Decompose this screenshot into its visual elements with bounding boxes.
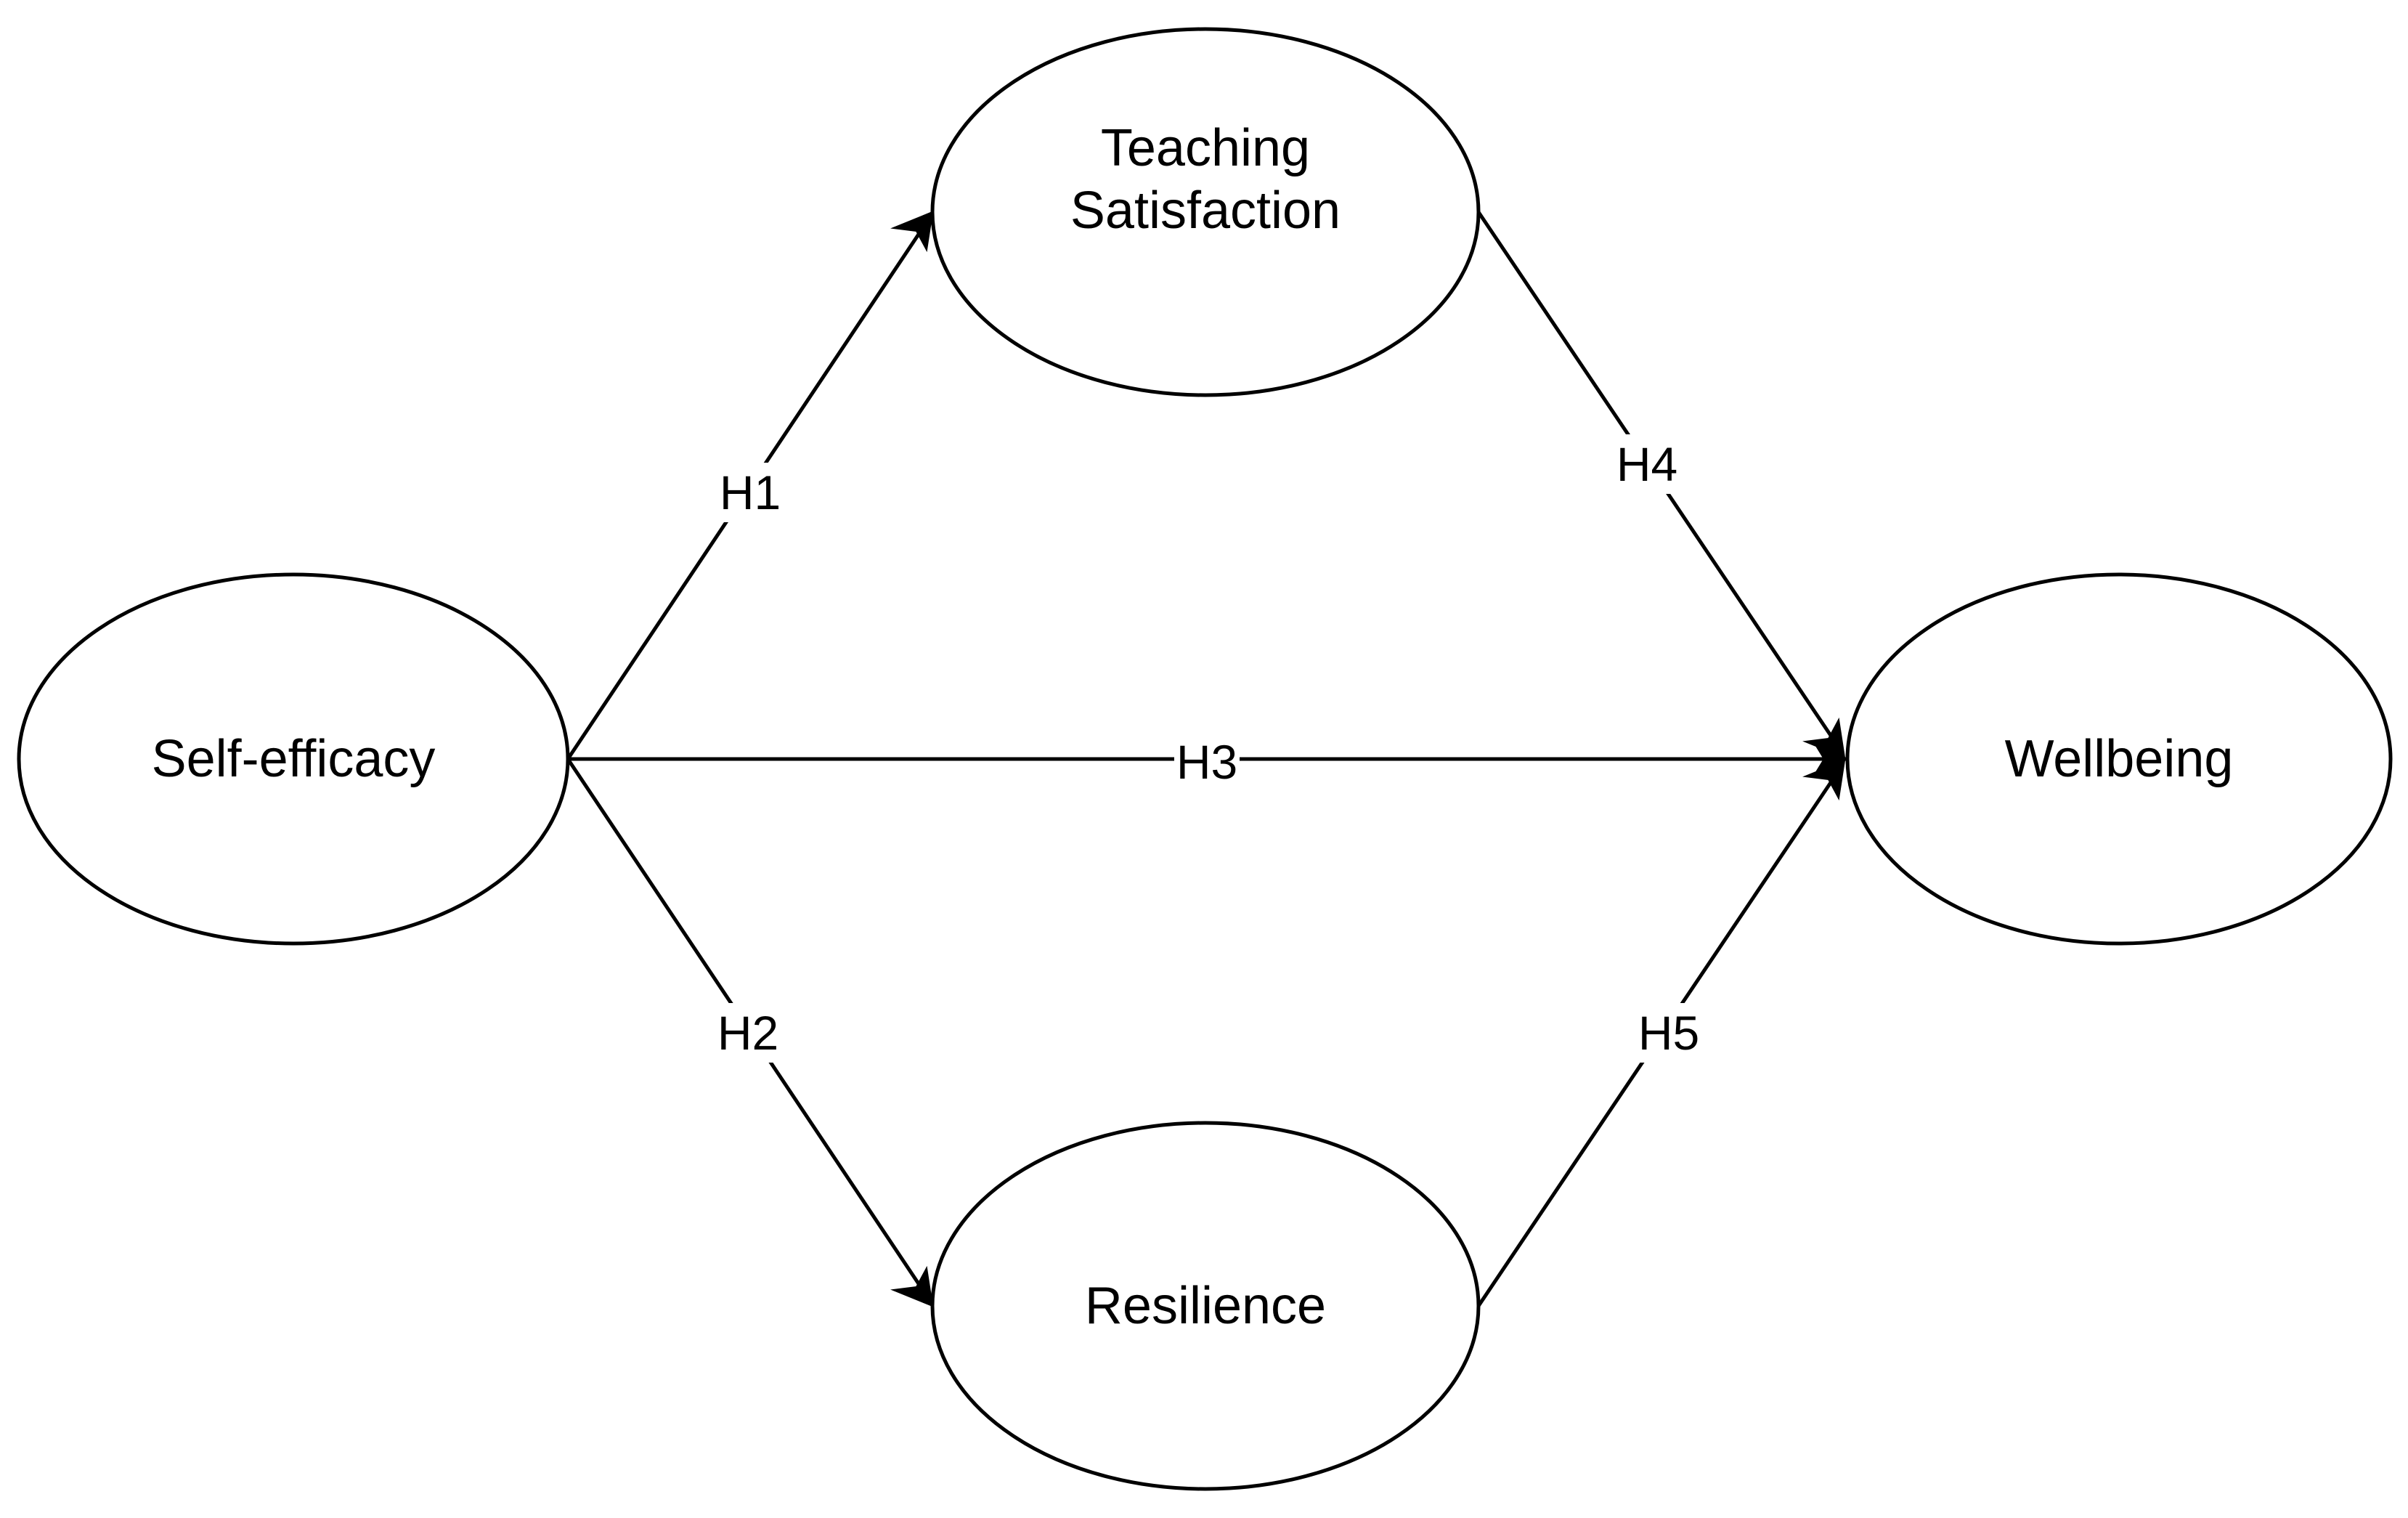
edge-h1-label-background (717, 463, 783, 522)
edge-h4-label-background (1614, 434, 1680, 494)
edge-h1-arrowhead (890, 211, 934, 253)
node-self-efficacy-ellipse (17, 572, 570, 946)
nodes-layer: Self-efficacy Teaching Satisfaction Well… (17, 27, 2393, 1491)
node-resilience-ellipse (930, 1121, 1481, 1491)
node-resilience-label: Resilience (1085, 1277, 1326, 1335)
node-teaching-satisfaction-label-line-2: Satisfaction (1070, 182, 1341, 240)
edge-h2-label-background (715, 1003, 781, 1063)
node-wellbeing-label: Wellbeing (2005, 730, 2234, 788)
node-self-efficacy: Self-efficacy (17, 572, 570, 946)
node-teaching-satisfaction-ellipse (930, 27, 1481, 397)
node-teaching-satisfaction-label-line-1: Teaching (1101, 119, 1310, 177)
node-resilience: Resilience (930, 1121, 1481, 1491)
edge-h2: H2 (566, 758, 934, 1307)
edge-h4: H4 (1476, 211, 1846, 759)
node-teaching-satisfaction: Teaching Satisfaction (930, 27, 1481, 397)
edge-h5-arrowhead (1802, 759, 1846, 801)
edge-h2-label: H2 (717, 1006, 778, 1060)
node-wellbeing: Wellbeing (1845, 572, 2393, 946)
edge-h5-label: H5 (1638, 1006, 1699, 1060)
edge-h1: H1 (566, 211, 934, 760)
edge-h4-label: H4 (1616, 437, 1677, 491)
node-self-efficacy-label: Self-efficacy (152, 730, 436, 788)
edge-h5: H5 (1476, 759, 1846, 1307)
edge-h3-label: H3 (1176, 735, 1237, 789)
edge-h3-label-background (1174, 731, 1240, 789)
edge-h4-arrowhead (1802, 717, 1846, 759)
edges-layer: H1 H2 H3 H4 H5 (566, 211, 1850, 1307)
edge-h5-label-background (1635, 1003, 1702, 1063)
edge-h1-label: H1 (720, 466, 781, 519)
edge-h2-arrowhead (890, 1265, 934, 1307)
node-wellbeing-ellipse (1845, 572, 2393, 946)
edge-h3: H3 (568, 731, 1850, 789)
